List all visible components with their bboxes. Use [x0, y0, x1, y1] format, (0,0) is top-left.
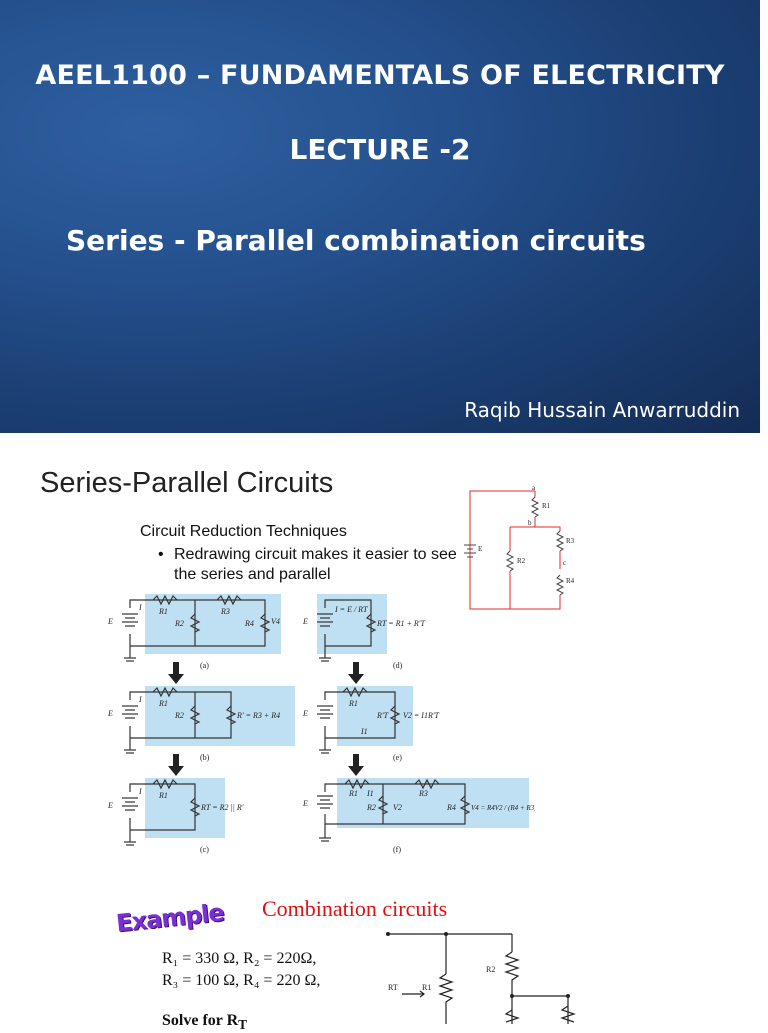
source-e-label: E	[478, 545, 482, 553]
panel-b-r-prime: R' = R3 + R4	[236, 711, 280, 720]
panel-c-i: I	[138, 787, 142, 796]
panel-e-r1: R1	[348, 699, 358, 708]
lecture-number: LECTURE -2	[289, 133, 471, 166]
solve-subscript: T	[238, 1017, 248, 1033]
panel-a-e: E	[107, 617, 113, 626]
panel-a-r2: R2	[174, 619, 184, 628]
panel-f-r3: R3	[418, 789, 428, 798]
panel-c-r1: R1	[158, 791, 168, 800]
panel-d-e: E	[302, 617, 308, 626]
panel-f-r4: R4	[446, 803, 456, 812]
example-circuit-diagram: RT R1 R2	[386, 932, 576, 1024]
title-slide: AEEL1100 – FUNDAMENTALS OF ELECTRICITY L…	[0, 0, 760, 433]
bullet-text: Redrawing circuit makes it easier to see…	[174, 546, 457, 583]
node-b-label: b	[528, 519, 532, 527]
panel-e-i1: I1	[360, 727, 368, 736]
panel-e-e: E	[302, 709, 308, 718]
r1-label: R1	[542, 502, 551, 510]
bullet-icon: •	[158, 546, 164, 563]
panel-f-e: E	[302, 799, 308, 808]
panel-d-i: I = E / RT	[334, 605, 368, 614]
panel-a-caption: (a)	[200, 661, 209, 670]
given-values-line2: R₃ = 100 Ω, R₄ = 220 Ω,	[162, 972, 321, 989]
panel-b-r2: R2	[174, 711, 184, 720]
given-values-line1: R₁ = 330 Ω, R₂ = 220Ω,	[162, 950, 317, 967]
panel-e-v2: V2 = I1R'T	[403, 711, 440, 720]
node-c-label: c	[563, 559, 566, 567]
panel-c-caption: (c)	[200, 845, 209, 854]
circuit-reduction-figure: E I R1 R2 R3 R4 V4 (a) E I R1 R2 R' = R3…	[107, 594, 535, 854]
panel-b-i: I	[138, 695, 142, 704]
panel-b-caption: (b)	[200, 753, 210, 762]
panel-e-rt: R'T	[376, 711, 389, 720]
course-title: AEEL1100 – FUNDAMENTALS OF ELECTRICITY	[35, 60, 725, 91]
example-slide: Example Combination circuits R₁ = 330 Ω,…	[0, 870, 768, 1032]
panel-a-r1: R1	[158, 607, 168, 616]
r3-label: R3	[566, 537, 575, 545]
slide-title: Series-Parallel Circuits	[40, 467, 334, 499]
mini-circuit-diagram: a R1 b R3 E R2 c R4	[464, 484, 575, 610]
panel-a-v4: V4	[271, 617, 280, 626]
panel-f-r1: R1	[348, 789, 358, 798]
slide-subtitle: Circuit Reduction Techniques	[140, 523, 347, 540]
panel-c-rt: RT = R2 || R'	[200, 803, 244, 812]
panel-e-caption: (e)	[393, 753, 402, 762]
author-name: Raqib Hussain Anwarruddin	[464, 398, 740, 422]
r4-label: R4	[566, 577, 575, 585]
solve-prompt-text: Solve for R	[162, 1012, 239, 1029]
example-r2-label: R2	[486, 965, 495, 974]
example-r1-label: R1	[422, 983, 431, 992]
r2-label: R2	[517, 557, 526, 565]
panel-b-e: E	[107, 709, 113, 718]
example-rt-label: RT	[388, 983, 398, 992]
panel-a-r4: R4	[244, 619, 254, 628]
panel-a-i: I	[138, 603, 142, 612]
series-parallel-slide: Series-Parallel Circuits Circuit Reducti…	[0, 433, 768, 870]
panel-f-r2: R2	[366, 803, 376, 812]
example-wordart: Example	[114, 898, 225, 938]
panel-f-v4: V4 = R4V2 / (R4 + R3)	[471, 804, 535, 812]
panel-b-r1: R1	[158, 699, 168, 708]
panel-f-i1: I1	[366, 789, 374, 798]
panel-f-caption: (f)	[393, 845, 401, 854]
solve-prompt: Solve for RT	[162, 1012, 247, 1033]
panel-f-v2: V2	[393, 803, 402, 812]
node-a-label: a	[532, 484, 536, 492]
panel-d-caption: (d)	[393, 661, 403, 670]
example-title: Combination circuits	[262, 896, 448, 921]
panel-c-e: E	[107, 801, 113, 810]
panel-a-r3: R3	[220, 607, 230, 616]
lecture-topic: Series - Parallel combination circuits	[66, 224, 646, 257]
panel-d-rt: RT = R1 + R'T	[376, 619, 425, 628]
